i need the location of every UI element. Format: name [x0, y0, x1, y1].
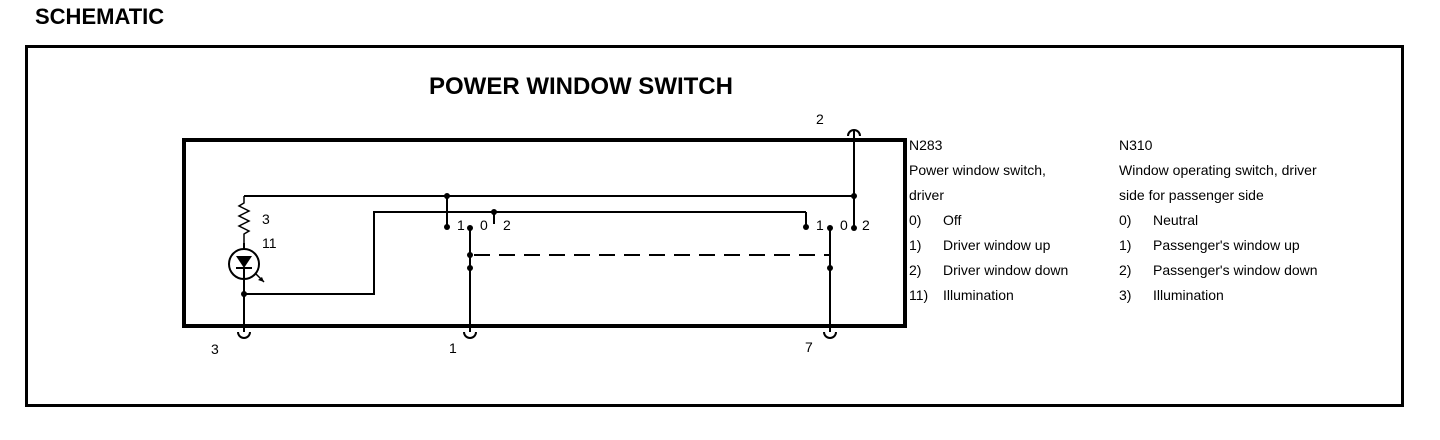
resistor-symbol [237, 196, 251, 243]
legend-id: N283 [909, 137, 943, 153]
legend-item-text: Driver window down [943, 262, 1069, 278]
terminal-7-connector [823, 331, 837, 339]
legend-item: 11) Illumination [909, 283, 1068, 308]
legend-item-code: 0) [909, 212, 922, 228]
legend-item-text: Passenger's window down [1153, 262, 1318, 278]
legend-item-text: Illumination [1153, 287, 1224, 303]
terminal-1-label: 1 [449, 340, 457, 356]
page-heading: SCHEMATIC [35, 4, 165, 29]
legend-item-text: Neutral [1153, 212, 1199, 228]
driver-pos-2: 2 [503, 217, 511, 233]
terminal-3-connector [237, 331, 251, 339]
resistor-label: 3 [262, 211, 270, 227]
legend-item-text: Passenger's window up [1153, 237, 1300, 253]
terminal-1-connector [463, 331, 477, 339]
legend-item-text: Driver window up [943, 237, 1051, 253]
legend-description: side for passenger side [1119, 187, 1264, 203]
legend-n310: N310 Window operating switch, driver sid… [1119, 133, 1318, 308]
terminal-2-label: 2 [816, 111, 824, 127]
passenger-contact-1 [803, 224, 809, 230]
driver-pos-1: 1 [457, 217, 465, 233]
legend-item: 0) Neutral [1119, 208, 1318, 233]
legend-description: Window operating switch, driver [1119, 162, 1317, 178]
legend-item: 2) Passenger's window down [1119, 258, 1318, 283]
legend-item-code: 3) [1119, 287, 1132, 303]
legend-item: 3) Illumination [1119, 283, 1318, 308]
lamp-label: 11 [262, 235, 277, 251]
passenger-pos-2: 2 [862, 217, 870, 233]
legend-item: 1) Driver window up [909, 233, 1068, 258]
schematic-frame [25, 45, 1404, 407]
diagram-title: POWER WINDOW SWITCH [429, 73, 733, 100]
legend-id: N310 [1119, 137, 1153, 153]
legend-item-code: 0) [1119, 212, 1132, 228]
legend-description: driver [909, 187, 945, 203]
legend-description: Power window switch, [909, 162, 1046, 178]
illumination-wire [244, 211, 806, 295]
switch-housing [182, 138, 907, 328]
driver-pos-0: 0 [480, 217, 488, 233]
legend-item: 0) Off [909, 208, 1068, 233]
terminal-7-label: 7 [805, 339, 813, 355]
driver-contact-1 [444, 224, 450, 230]
driver-contact-2 [491, 209, 497, 215]
legend-n283: N283 Power window switch, driver 0) Off 1… [909, 133, 1068, 308]
legend-item-code: 11) [909, 287, 929, 303]
terminal-3-label: 3 [211, 341, 219, 357]
passenger-pos-0: 0 [840, 217, 848, 233]
legend-item: 2) Driver window down [909, 258, 1068, 283]
lamp-diode-icon [236, 256, 252, 268]
legend-item-code: 2) [909, 262, 922, 278]
passenger-pos-1: 1 [816, 217, 824, 233]
legend-item-code: 2) [1119, 262, 1132, 278]
legend-item-text: Off [943, 212, 962, 228]
legend-item-code: 1) [909, 237, 922, 253]
legend-item: 1) Passenger's window up [1119, 233, 1318, 258]
legend-item-code: 1) [1119, 237, 1132, 253]
legend-item-text: Illumination [943, 287, 1014, 303]
